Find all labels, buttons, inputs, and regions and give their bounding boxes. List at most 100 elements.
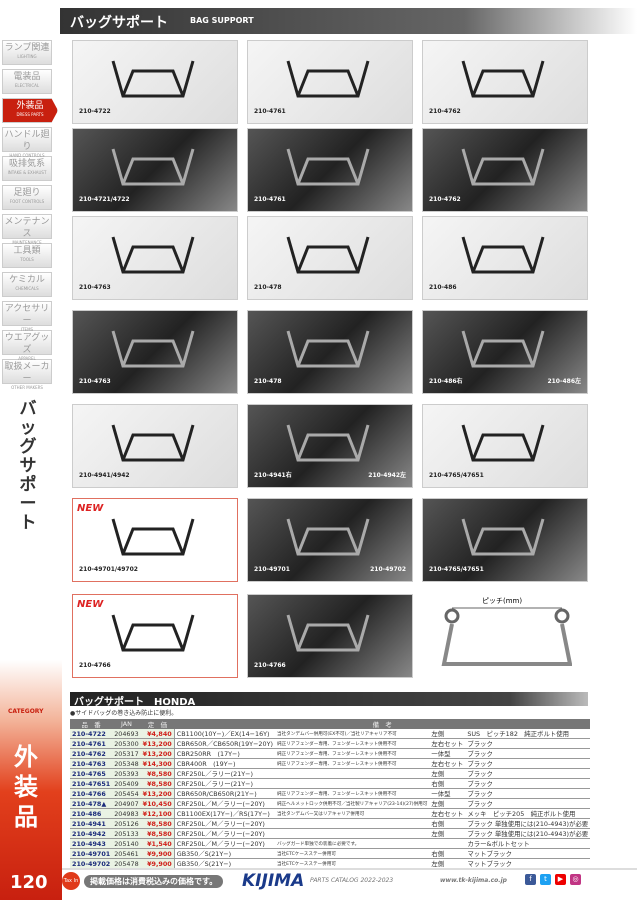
sidebar-item-label: ケミカル [9, 275, 45, 285]
jan-code-cell: 204983 [112, 808, 141, 819]
sidebar-item-sublabel: ITEMS [20, 327, 34, 332]
side-cell: 右側 [429, 848, 466, 859]
page-title: バッグサポート [70, 15, 168, 31]
bag-support-bracket-icon [286, 518, 370, 556]
bag-support-bracket-icon [461, 518, 545, 556]
price-cell: ¥8,580 [140, 768, 175, 779]
bag-support-bracket-icon [111, 330, 195, 368]
model-cell: CRF250L／ラリー(21Y−) [174, 778, 275, 789]
model-cell: CRF250L／M／ラリー(−20Y) [174, 798, 275, 809]
bag-support-bracket-icon [286, 614, 370, 652]
sidebar-item-label: ウエアグッズ [4, 333, 50, 355]
bag-support-bracket-icon [286, 148, 370, 186]
bag-support-bracket-icon [461, 330, 545, 368]
instagram-icon[interactable]: ◎ [570, 874, 581, 885]
bag-support-bracket-icon [111, 236, 195, 274]
bag-support-bracket-icon [286, 236, 370, 274]
sidebar-item-sublabel: CHEMICALS [15, 286, 39, 291]
twitter-icon[interactable]: t [540, 874, 551, 885]
side-cell: 左右セット [429, 758, 466, 769]
bag-support-bracket-icon [286, 330, 370, 368]
table-title: バッグサポート HONDA [70, 692, 588, 708]
price-cell: ¥9,900 [140, 848, 175, 859]
spec-cell: ブラック 単独使用には(210-4943)が必要 [465, 818, 591, 829]
part-number-cell: 210-4942 [70, 828, 113, 839]
product-photo: 210-4721/4722 [72, 128, 238, 212]
spec-cell: ブラック [465, 758, 591, 769]
remarks-cell [274, 828, 430, 839]
pitch-label: ピッチ(mm) [482, 597, 523, 605]
product-photo: 210-4762 [422, 40, 588, 124]
product-photo: 210-4761 [247, 40, 413, 124]
jan-code-cell: 205300 [112, 738, 141, 749]
photo-part-number: 210-4761 [254, 196, 286, 203]
sidebar-item-label: 吸排気系 [8, 159, 45, 169]
model-cell: CRF250L／ラリー(21Y−) [174, 768, 275, 779]
photo-part-number: 210-4763 [79, 378, 111, 385]
model-cell: CRF250L／M／ラリー(−20Y) [174, 818, 275, 829]
remarks-cell: バッグガード単独での装着に必要です。 [274, 838, 430, 849]
side-cell [429, 838, 466, 849]
product-photo: 210-4765/47651 [422, 404, 588, 488]
part-number-cell: 210-47651 [70, 778, 113, 789]
price-cell: ¥10,450 [140, 798, 175, 809]
spec-cell: SUS ピッチ182 純正ボルト使用 [465, 729, 591, 739]
website-link[interactable]: www.tk-kijima.co.jp [440, 877, 507, 884]
sidebar-item-label: 取扱メーカー [4, 362, 50, 384]
model-cell: CBR400R (19Y−) [174, 758, 275, 769]
part-number-cell: 210-4722 [70, 729, 113, 739]
jan-code-cell: 205348 [112, 758, 141, 769]
remarks-cell [274, 768, 430, 779]
spec-cell: マットブラック [465, 858, 591, 869]
model-cell: CBR650R/CB650R(21Y−) [174, 788, 275, 799]
price-cell: ¥4,840 [140, 729, 175, 739]
photo-part-number: 210-4761 [254, 108, 286, 115]
side-cell: 一体型 [429, 788, 466, 799]
category-label: CATEGORY [8, 708, 44, 715]
spec-cell: ブラック [465, 768, 591, 779]
bag-support-bracket-icon [111, 148, 195, 186]
side-cell: 左右セット [429, 808, 466, 819]
model-cell: GB350／S(21Y−) [174, 858, 275, 869]
page-subtitle: BAG SUPPORT [190, 16, 254, 25]
remarks-cell: 純正リアフェンダー専用、フェンダーレスキット併用不可 [274, 758, 430, 769]
model-cell: CRF250L／M／ラリー(−20Y) [174, 828, 275, 839]
side-cell: 一体型 [429, 748, 466, 759]
youtube-icon[interactable]: ▶ [555, 874, 566, 885]
photo-part-number: 210-4765/47651 [429, 472, 484, 479]
footer: Tax In 掲載価格は消費税込みの価格です。 KIJIMA PARTS CAT… [62, 868, 637, 892]
bag-support-bracket-icon [461, 148, 545, 186]
photo-part-number: 210-4942左 [368, 472, 406, 479]
sidebar-item-sublabel: TOOLS [20, 257, 34, 262]
photo-part-number: 210-486左 [547, 378, 581, 385]
jan-code-cell: 205478 [112, 858, 141, 869]
product-photo: 210-4766 [247, 594, 413, 678]
facebook-icon[interactable]: f [525, 874, 536, 885]
part-number-cell: 210-49701 [70, 848, 113, 859]
sidebar-item-sublabel: ELECTRICAL [14, 83, 40, 88]
model-cell: CRF250L／M／ラリー(−20Y) [174, 838, 275, 849]
bag-support-bracket-icon [461, 424, 545, 462]
photo-part-number: 210-4762 [429, 196, 461, 203]
product-photo: 210-486 [422, 216, 588, 300]
